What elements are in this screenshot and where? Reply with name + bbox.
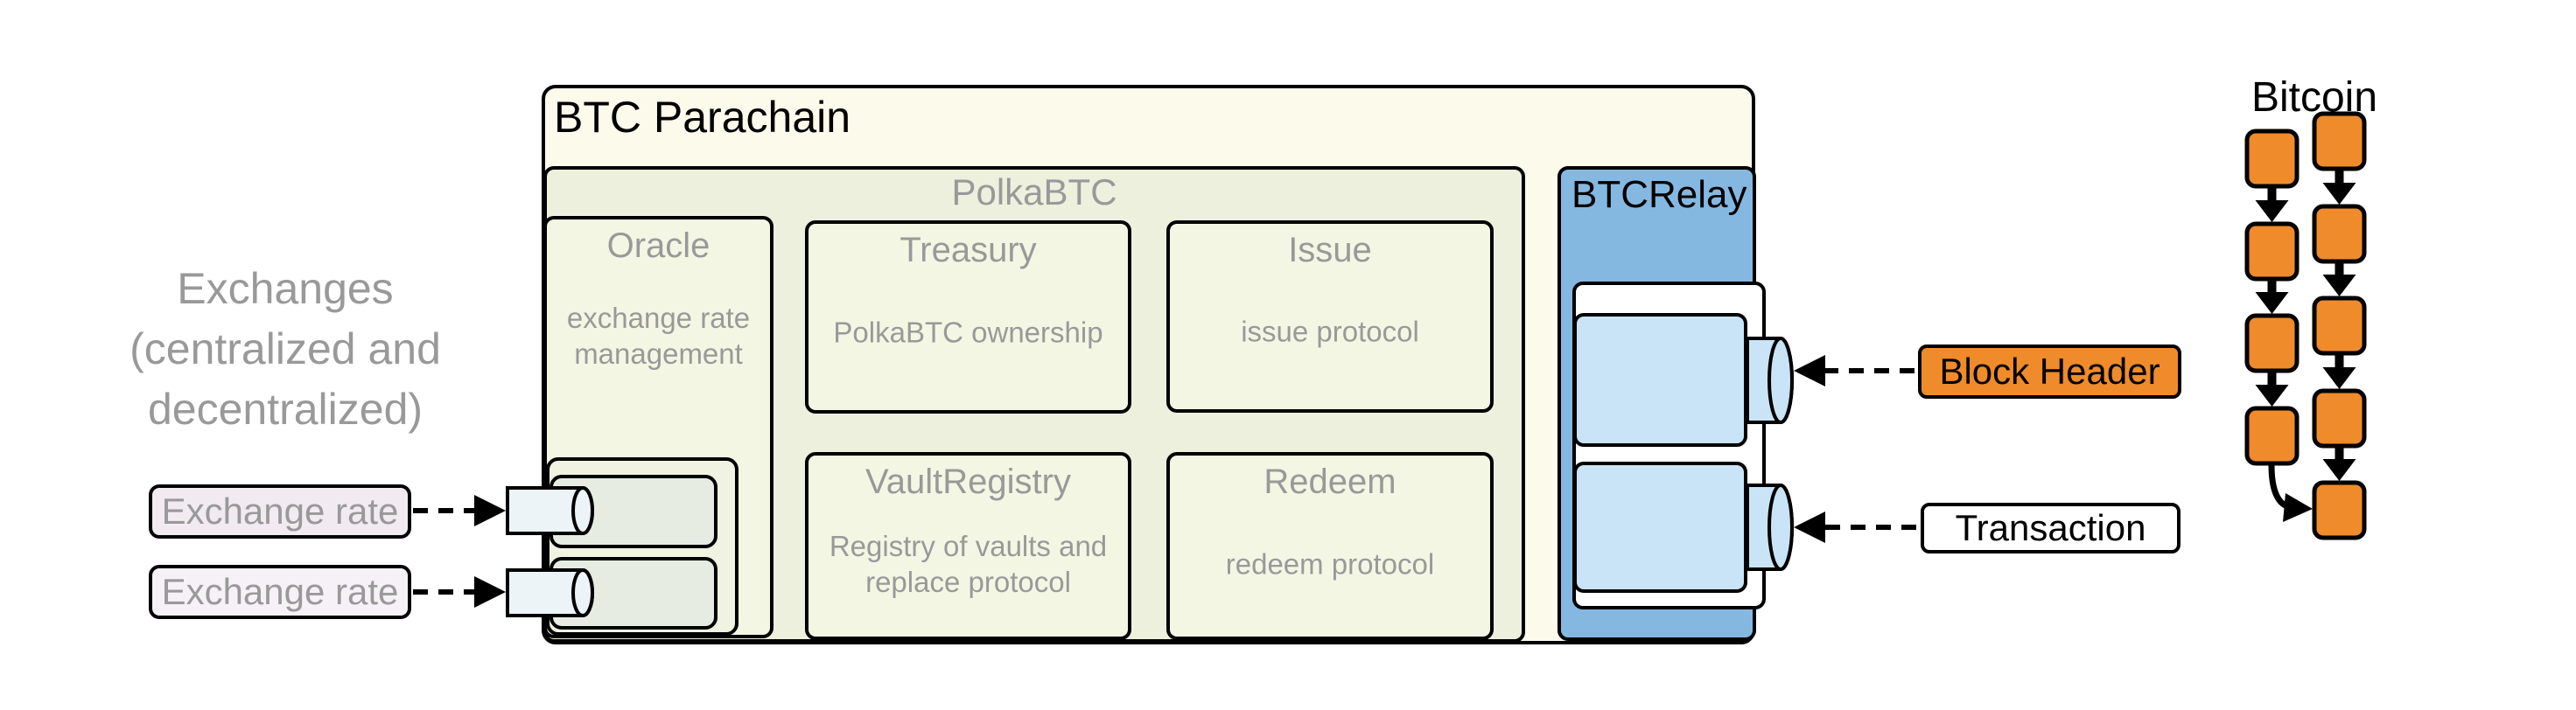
- module-vault-registry-description: Registry of vaults and replace protocol: [829, 530, 1108, 599]
- block-header-label: Block Header: [1939, 351, 2160, 392]
- bitcoin-main-block-5: [2312, 480, 2367, 540]
- btc-relay-label: BTCRelay: [1572, 173, 1747, 216]
- oracle-feed-socket-2: [550, 557, 718, 630]
- bitcoin-fork-block-1: [2244, 129, 2300, 189]
- polkabtc-label: PolkaBTC: [951, 171, 1117, 212]
- fork-merge-arrow: [2268, 464, 2292, 511]
- module-issue: Issue issue protocol: [1166, 220, 1494, 413]
- btc-parachain-title: BTC Parachain: [554, 93, 851, 142]
- chain-arrow-head: [2322, 275, 2356, 296]
- module-issue-title: Issue: [1288, 231, 1372, 269]
- chain-arrow-head: [2255, 200, 2289, 222]
- module-treasury-title: Treasury: [900, 231, 1037, 269]
- module-vault-registry: VaultRegistry Registry of vaults and rep…: [805, 452, 1131, 640]
- exchange-rate-feed-2: Exchange rate: [149, 565, 411, 619]
- transaction-arrow: [1794, 512, 1916, 543]
- module-treasury: Treasury PolkaBTC ownership: [805, 220, 1131, 414]
- chain-arrow-head: [2255, 385, 2289, 407]
- exchanges-caption-line3: decentralized): [147, 385, 424, 434]
- exchanges-caption-line2: (centralized and: [130, 324, 441, 373]
- module-redeem: Redeem redeem protocol: [1166, 452, 1494, 640]
- transaction-label-box: Transaction: [1921, 503, 2180, 553]
- fork-merge-arrow-head: [2283, 493, 2313, 522]
- exchanges-caption: Exchanges (centralized and decentralized…: [93, 259, 478, 440]
- exchange-rate-arrow-2: [413, 576, 506, 608]
- oracle-feed-socket-1: [550, 475, 718, 548]
- module-oracle-description: exchange rate management: [566, 302, 751, 370]
- exchange-rate-arrow-1: [413, 495, 506, 526]
- module-redeem-description: redeem protocol: [1225, 547, 1435, 581]
- module-vault-registry-title: VaultRegistry: [865, 463, 1071, 501]
- transaction-label: Transaction: [1955, 507, 2146, 548]
- exchanges-caption-line1: Exchanges: [177, 264, 394, 313]
- chain-arrow-head: [2322, 367, 2356, 389]
- exchange-rate-feed-1: Exchange rate: [149, 484, 411, 539]
- chain-arrow-head: [2322, 183, 2356, 205]
- exchange-rate-feed-1-label: Exchange rate: [161, 491, 399, 532]
- bitcoin-fork-block-3: [2244, 313, 2300, 373]
- bitcoin-main-block-3: [2312, 296, 2367, 356]
- bitcoin-chain: [2244, 111, 2367, 540]
- chain-arrow-head: [2322, 459, 2356, 481]
- bitcoin-title: Bitcoin: [2250, 74, 2378, 121]
- block-header-arrow: [1794, 355, 1914, 386]
- btc-relay-block-header-store: [1573, 313, 1747, 447]
- exchange-rate-feed-2-label: Exchange rate: [161, 571, 399, 612]
- module-issue-description: issue protocol: [1241, 315, 1419, 348]
- module-redeem-title: Redeem: [1264, 463, 1396, 501]
- module-oracle-title: Oracle: [606, 226, 710, 265]
- bitcoin-main-block-4: [2312, 388, 2367, 449]
- bitcoin-main-block-2: [2312, 204, 2367, 264]
- block-header-label-box: Block Header: [1918, 345, 2181, 399]
- bitcoin-fork-block-2: [2244, 221, 2300, 282]
- bitcoin-main-block-1: [2312, 111, 2367, 171]
- bitcoin-fork-block-4: [2244, 406, 2300, 466]
- btc-relay-transaction-store: [1573, 462, 1747, 593]
- module-treasury-description: PolkaBTC ownership: [833, 316, 1103, 349]
- chain-arrow-head: [2255, 292, 2289, 314]
